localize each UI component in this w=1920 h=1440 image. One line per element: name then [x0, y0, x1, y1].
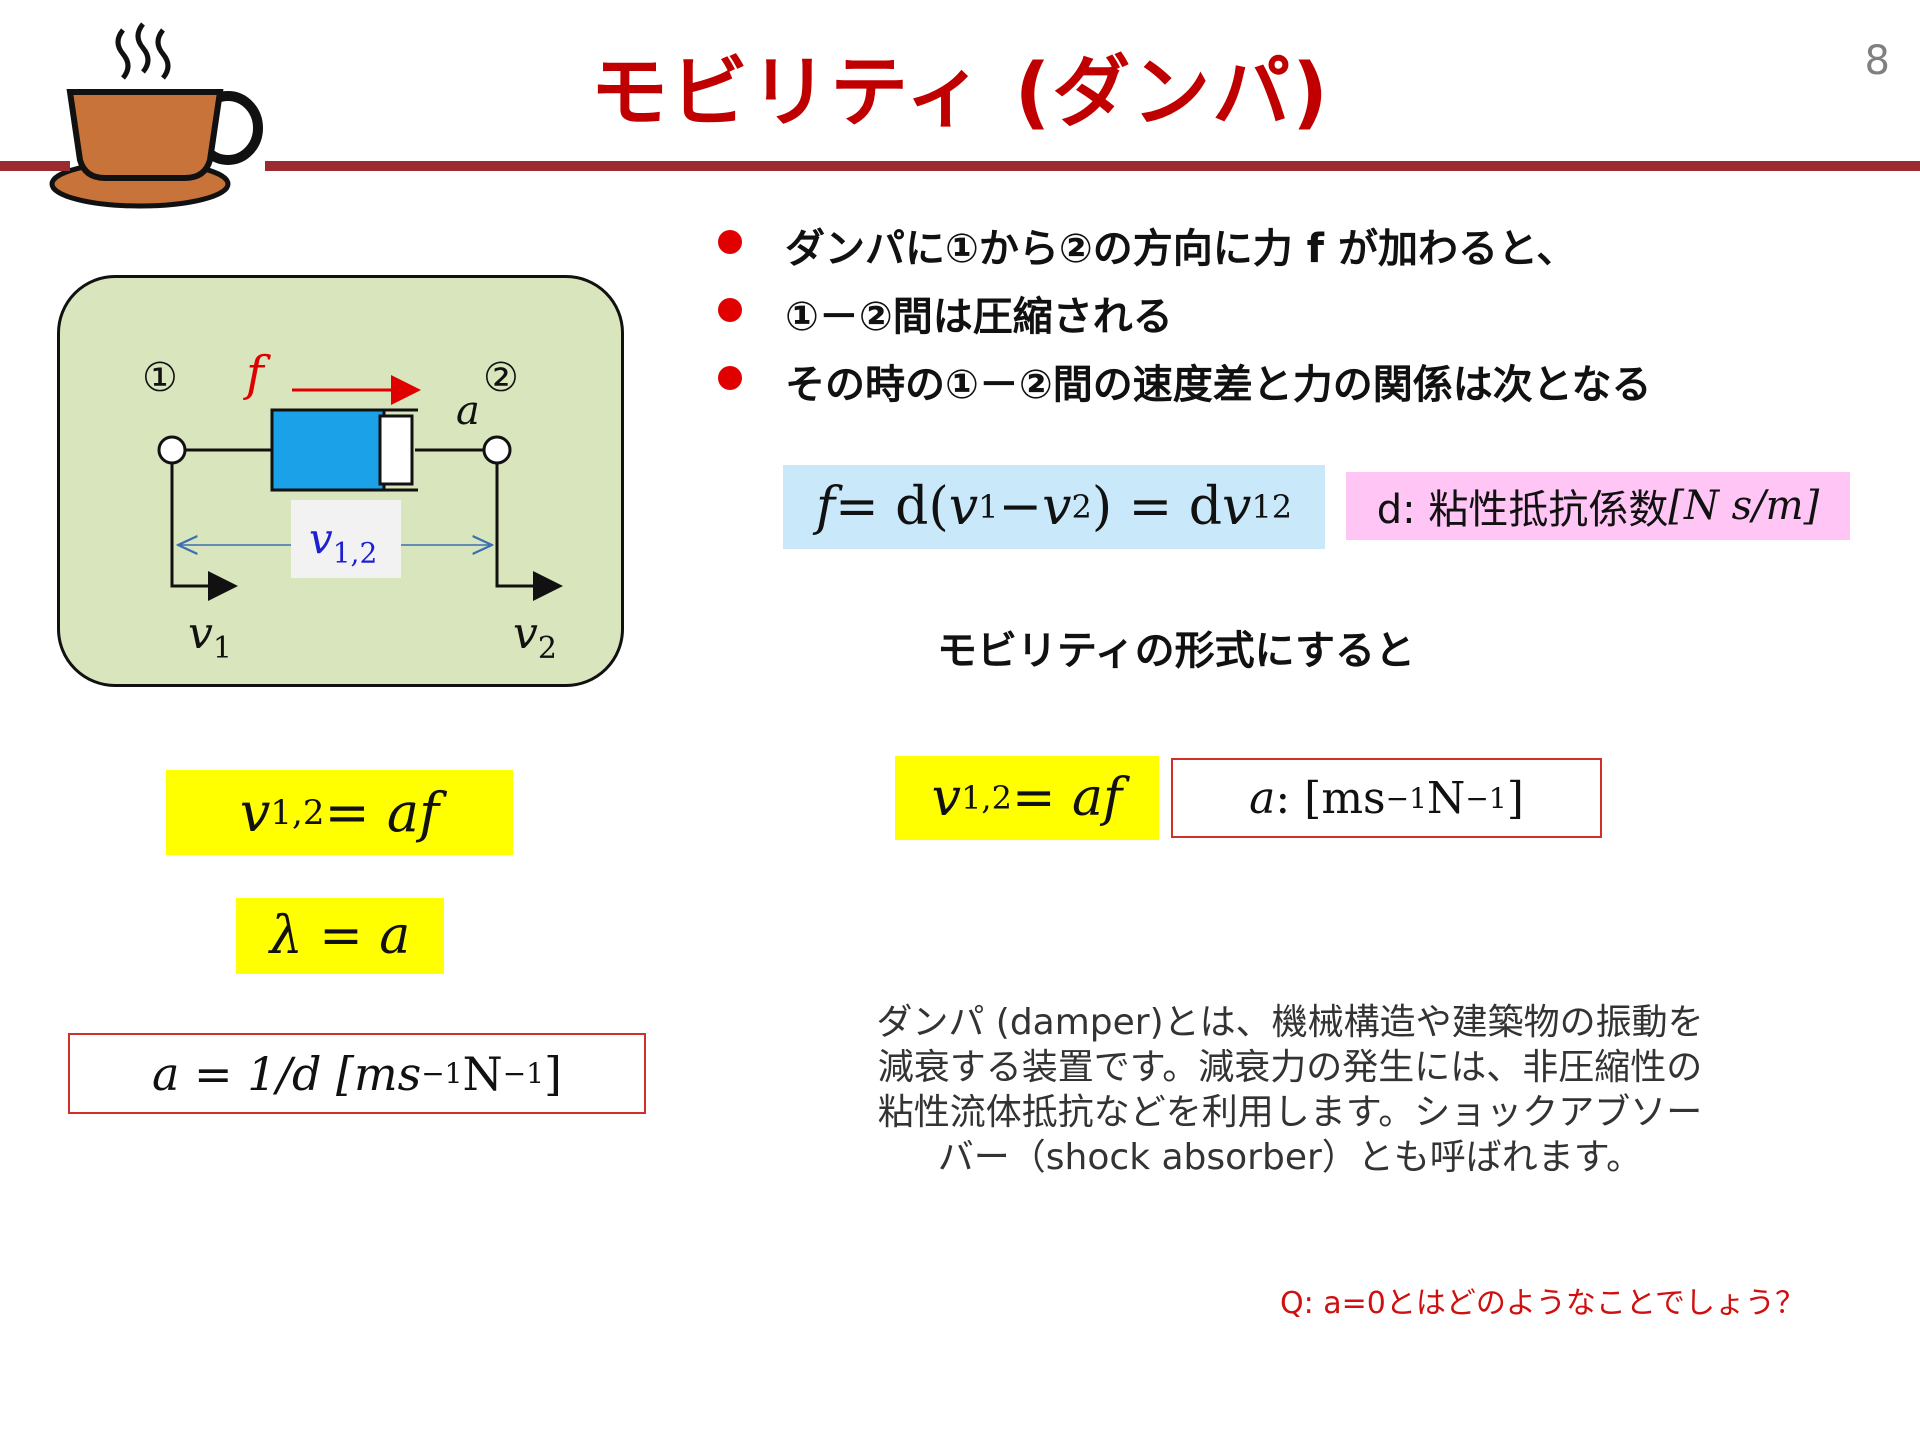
damper-cylinder [270, 408, 386, 492]
bullet-text: ダンパに①から②の方向に力 f が加わると、 [785, 226, 1577, 272]
coffee-cup-icon [49, 22, 263, 209]
page-title: モビリティ (ダンパ) [590, 48, 1330, 138]
damper-diagram: ① ② f a v1,2 v1 v2 [57, 275, 624, 687]
bullet-dot-icon [718, 298, 742, 322]
explanation-line: 粘性流体抵抗などを利用します。ショックアブソー [877, 1092, 1703, 1133]
velocity2-label: v2 [513, 608, 557, 666]
header-rule-right [265, 161, 1920, 171]
damper-piston [378, 414, 414, 486]
velocity-arrow-2 [495, 463, 563, 601]
node-1 [157, 435, 187, 465]
question-text: Q: a=0とはどのようなことでしょう？ [1280, 1286, 1805, 1321]
explanation-line: 減衰する装置です。減衰力の発生には、非圧縮性の [877, 1047, 1703, 1088]
bullet-dot-icon [718, 230, 742, 254]
damper-schematic [157, 375, 563, 601]
damper-explanation: ダンパ (damper)とは、機械構造や建築物の振動を 減衰する装置です。減衰力… [850, 1000, 1730, 1180]
page-number: 8 [1864, 38, 1890, 84]
mobility-form-heading: モビリティの形式にすると [937, 628, 1415, 674]
bullet-text: その時の①－②間の速度差と力の関係は次となる [785, 362, 1652, 408]
header-rule-left [0, 161, 70, 171]
node2-label: ② [483, 355, 519, 401]
relative-velocity-label-bg: v1,2 [291, 500, 401, 578]
node1-label: ① [142, 355, 178, 401]
force-label: f [246, 346, 264, 402]
lambda-equation: λ = a [236, 898, 444, 974]
viscous-coefficient-definition: d: 粘性抵抗係数[N s/m] [1346, 472, 1850, 540]
bullet-dot-icon [718, 366, 742, 390]
relative-velocity-label: v1,2 [309, 514, 378, 570]
mobility-label: a [456, 388, 480, 434]
explanation-line: バー（shock absorber）とも呼ばれます。 [937, 1137, 1643, 1178]
node-2 [482, 435, 512, 465]
explanation-line: ダンパ (damper)とは、機械構造や建築物の振動を [876, 1002, 1704, 1043]
velocity-arrow-1 [170, 463, 238, 601]
velocity1-label: v1 [188, 608, 232, 666]
bullet-text: ①－②間は圧縮される [785, 294, 1173, 340]
